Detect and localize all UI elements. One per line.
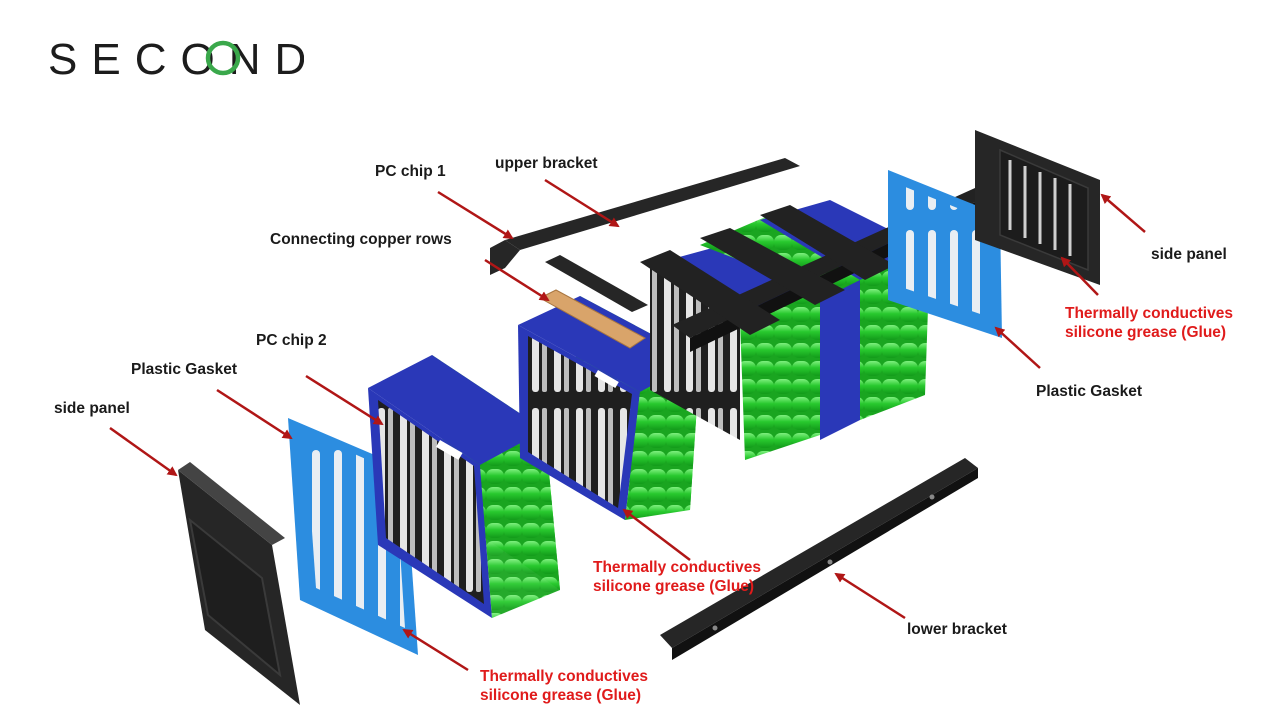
label-upper-bracket: upper bracket bbox=[495, 155, 598, 172]
label-side-panel-left: side panel bbox=[54, 400, 130, 417]
label-lower-bracket: lower bracket bbox=[907, 621, 1007, 638]
arrow-side-panel-left bbox=[109, 426, 178, 477]
arrow-gasket-left bbox=[216, 388, 293, 440]
second-logo: SECOND bbox=[48, 35, 304, 82]
label-glue-bottom-line2: silicone grease (Glue) bbox=[480, 687, 642, 704]
arrow-glue-center bbox=[622, 508, 691, 561]
label-side-panel-right: side panel bbox=[1151, 246, 1227, 263]
arrow-pc-chip-1 bbox=[437, 190, 514, 240]
arrow-upper-bracket bbox=[544, 178, 620, 228]
label-glue-right-line1: Thermally conductives bbox=[1065, 305, 1233, 322]
logo-o-accent bbox=[205, 40, 241, 76]
side-panel-left bbox=[178, 462, 300, 705]
label-pc-chip-2: PC chip 2 bbox=[256, 332, 327, 349]
battery-module-1 bbox=[368, 355, 560, 618]
label-glue-right-line2: silicone grease (Glue) bbox=[1065, 324, 1227, 341]
label-plastic-gasket-right: Plastic Gasket bbox=[1036, 383, 1142, 400]
arrow-gasket-right bbox=[994, 326, 1041, 369]
arrow-glue-right bbox=[1060, 256, 1099, 296]
plastic-gasket-right bbox=[888, 170, 1002, 338]
arrow-glue-bottom bbox=[402, 628, 469, 672]
arrow-copper-rows bbox=[484, 258, 550, 302]
label-glue-bottom-line1: Thermally conductives bbox=[480, 668, 648, 685]
arrow-pc-chip-2 bbox=[305, 374, 384, 426]
label-glue-center-line1: Thermally conductives bbox=[593, 559, 761, 576]
upper-bracket bbox=[490, 158, 800, 312]
connecting-copper-rows bbox=[538, 289, 646, 349]
side-panel-right bbox=[975, 130, 1100, 285]
svg-text:SECOND: SECOND bbox=[48, 35, 304, 82]
callout-arrows bbox=[109, 178, 1146, 672]
arrow-lower-bracket bbox=[834, 572, 906, 620]
label-pc-chip-1: PC chip 1 bbox=[375, 163, 446, 180]
label-plastic-gasket-left: Plastic Gasket bbox=[131, 361, 237, 378]
label-glue-center-line2: silicone grease (Glue) bbox=[593, 578, 755, 595]
label-connecting-copper-rows: Connecting copper rows bbox=[270, 231, 452, 248]
lower-bracket bbox=[660, 458, 978, 660]
arrow-side-panel-right bbox=[1100, 193, 1146, 233]
